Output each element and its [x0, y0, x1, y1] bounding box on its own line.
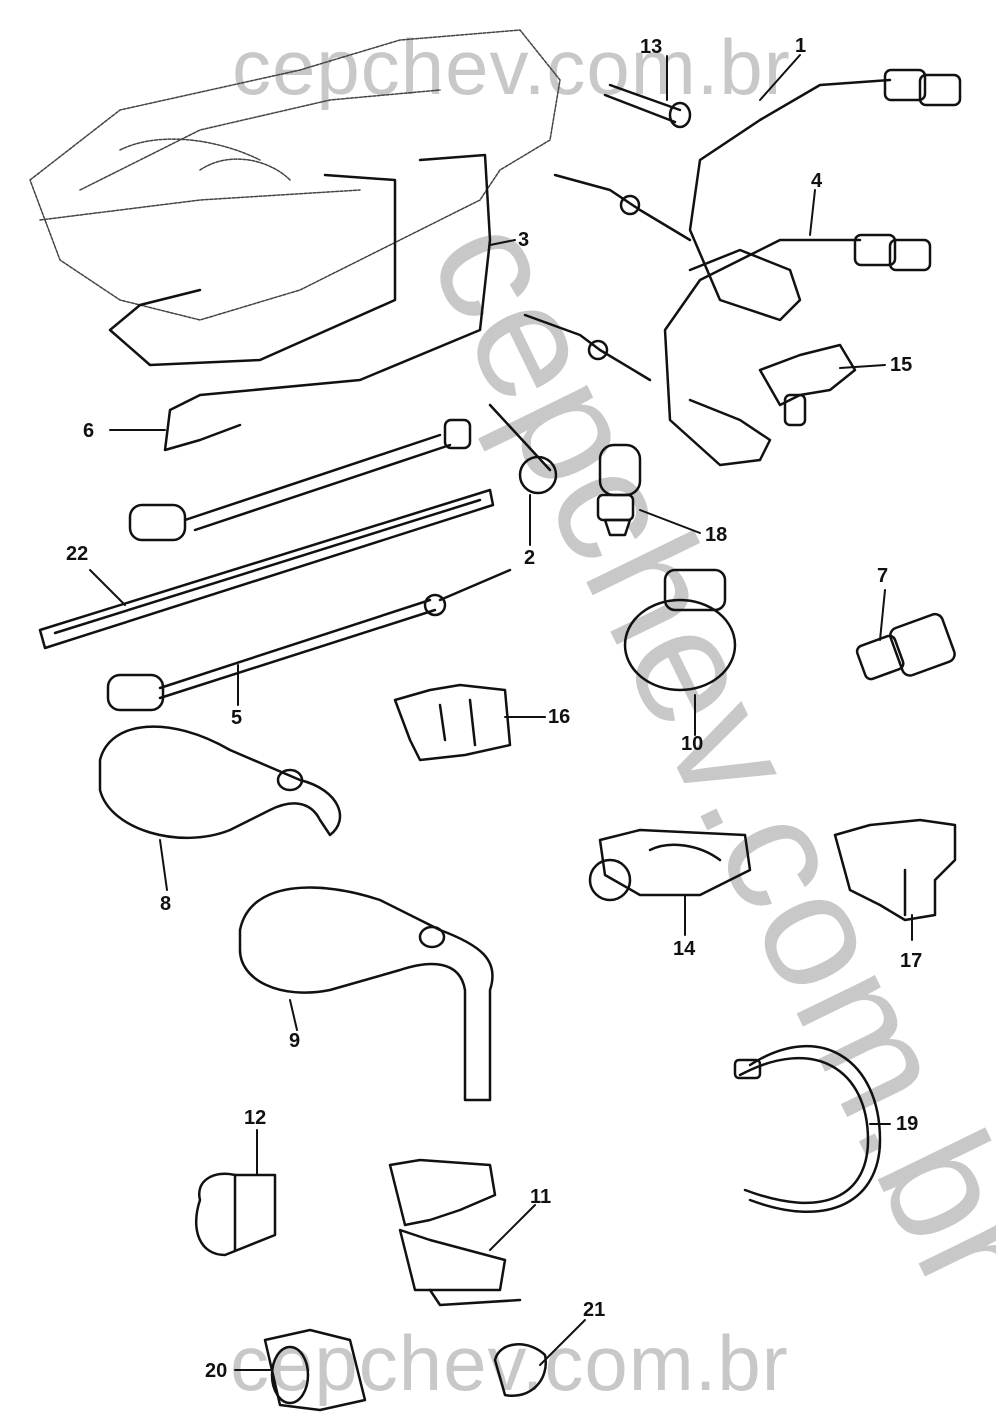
callout-4: 4 [811, 170, 823, 192]
part-21-cap [493, 1343, 548, 1398]
part-8-hose [98, 725, 342, 839]
callout-15: 15 [890, 354, 913, 376]
callout-13: 13 [640, 36, 663, 58]
callout-8: 8 [160, 893, 172, 915]
callout-11: 11 [530, 1186, 552, 1208]
callout-5: 5 [231, 707, 243, 729]
callout-14: 14 [673, 938, 696, 960]
part-5-tube [106, 568, 512, 712]
callout-6: 6 [83, 420, 95, 442]
part-12-clip [195, 1172, 277, 1257]
callout-12: 12 [244, 1107, 267, 1129]
callout-9: 9 [289, 1030, 301, 1052]
ribbed-connector-upper [553, 173, 692, 242]
part-19-band [733, 1045, 882, 1214]
callout-3: 3 [518, 229, 530, 251]
fuel-tank [29, 29, 561, 321]
callout-16: 16 [548, 706, 571, 728]
part-13-pin [603, 83, 692, 129]
callout-20: 20 [205, 1360, 228, 1382]
part-18-clip [596, 443, 642, 537]
part-7-fitting [855, 612, 956, 681]
callout-7: 7 [877, 565, 889, 587]
part-3-line [108, 153, 492, 452]
part-17-clip [833, 818, 957, 922]
callout-2: 2 [524, 547, 536, 569]
callout-10: 10 [681, 733, 704, 755]
part-9-hose [238, 886, 494, 1102]
part-10-clamp [623, 568, 737, 692]
part-15-clip [758, 343, 857, 427]
part-16-clip [393, 683, 512, 762]
part-22-channel [38, 488, 495, 650]
ribbed-connector-middle [523, 313, 652, 382]
part-4-line [663, 233, 932, 467]
part-2-tube [128, 403, 558, 542]
callout-22: 22 [66, 543, 89, 565]
callout-leader-lines [89, 54, 913, 1371]
part-11-clip [388, 1158, 522, 1307]
part-1-line [688, 68, 962, 322]
watermark-top: cepchev.com.br [232, 23, 791, 111]
part-20-grommet [263, 1328, 367, 1412]
part-14-clip [588, 828, 752, 902]
callout-1: 1 [795, 35, 807, 57]
callout-21: 21 [583, 1299, 606, 1321]
callout-19: 19 [896, 1113, 919, 1135]
callout-18: 18 [705, 524, 728, 546]
callout-17: 17 [900, 950, 923, 972]
